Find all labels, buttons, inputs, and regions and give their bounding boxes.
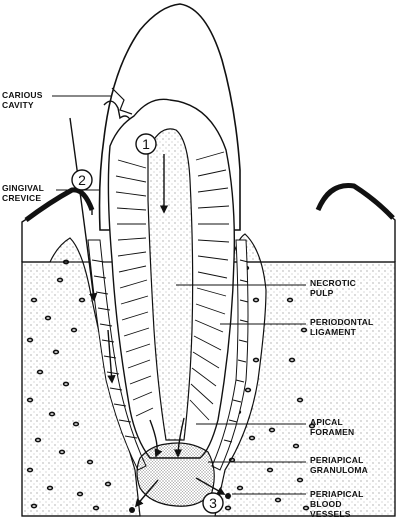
arrow-gingival-path [69,117,98,302]
label-line: BLOOD [310,499,342,509]
label-line: GRANULOMA [310,465,368,475]
bone-right [214,233,396,517]
marker-3: 3 [202,492,224,514]
label-periapical-blood-vessels: PERIAPICAL BLOOD VESSELS [310,489,363,519]
label-periodontal-ligament: PERIODONTAL LIGAMENT [310,317,373,337]
marker-2: 2 [71,169,93,191]
dentinal-tubules [115,151,230,421]
arrow-apex-left [149,419,163,458]
bone-cavities [26,259,316,511]
label-line: GINGIVAL [2,183,45,193]
arrow-apex-right [173,417,185,458]
marker-1: 1 [135,133,157,155]
blood-vessel-dot [129,507,135,513]
gingiva-thick-right [315,183,395,220]
label-line: CAVITY [2,100,34,110]
label-line: FORAMEN [310,427,355,437]
pdl-right [211,239,249,471]
arrow-pdl-down [107,329,116,384]
label-gingival-crevice: GINGIVAL CREVICE [2,183,44,203]
label-line: VESSELS [310,509,351,519]
marker-1-text: 1 [142,136,150,152]
label-periapical-granuloma: PERIAPICAL GRANULOMA [310,455,368,475]
label-line: PERIAPICAL [310,455,364,465]
pulp-canal [147,128,194,441]
label-line: LIGAMENT [310,327,356,337]
label-line: CARIOUS [2,90,43,100]
label-line: PULP [310,288,334,298]
periapical-granuloma [136,442,215,507]
caries-crack [111,87,133,115]
marker-2-text: 2 [78,172,86,188]
pdl-hatch [91,259,249,443]
label-apical-foramen: APICAL FORAMEN [310,417,354,437]
label-line: PERIAPICAL [310,489,364,499]
leader-lines [52,95,306,495]
label-line: PERIODONTAL [310,317,374,327]
arrow-granuloma-right [195,477,226,495]
blood-vessel-dot [225,493,231,499]
label-carious-cavity: CARIOUS CAVITY [2,90,43,110]
arrow-granuloma-left [134,479,159,508]
marker-3-text: 3 [209,495,217,511]
label-line: CREVICE [2,193,42,203]
label-line: APICAL [310,417,343,427]
label-line: NECROTIC [310,278,356,288]
label-necrotic-pulp: NECROTIC PULP [310,278,356,298]
